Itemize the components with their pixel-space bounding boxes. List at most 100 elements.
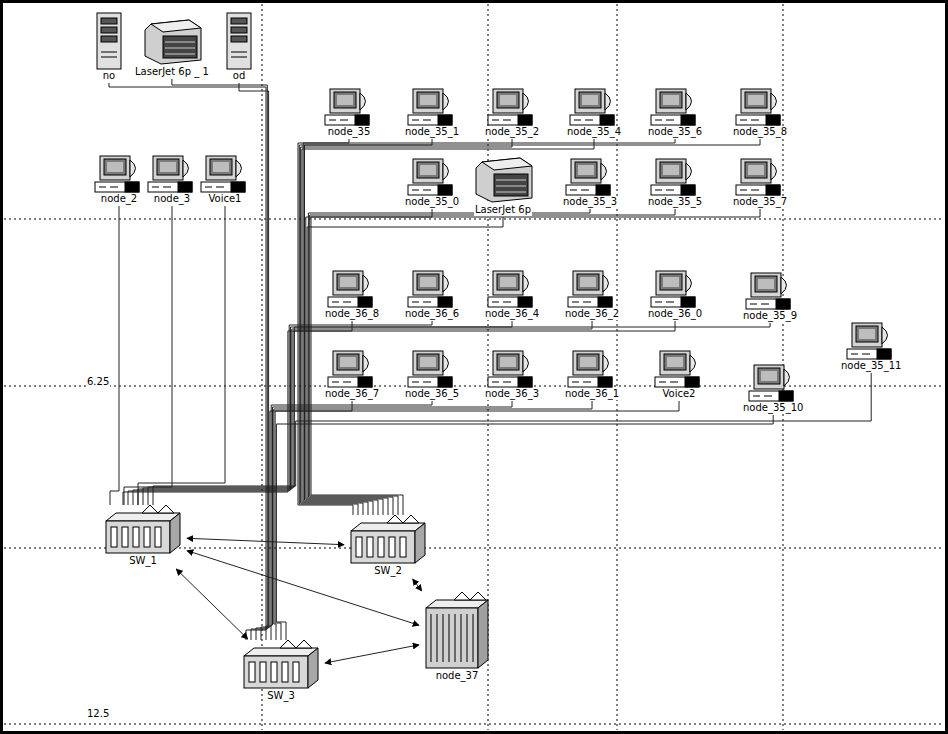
monitor-back xyxy=(363,275,369,292)
pc-base xyxy=(847,349,891,359)
device-icon xyxy=(650,158,700,196)
workstation-node: node_35_7 xyxy=(730,158,790,209)
link-line xyxy=(133,321,512,505)
ws-icon xyxy=(408,351,452,387)
pc-base xyxy=(651,297,695,307)
device-icon xyxy=(407,350,457,388)
switch-card xyxy=(378,537,384,557)
device-icon xyxy=(347,515,429,565)
device-icon xyxy=(745,272,795,310)
switch-card xyxy=(144,527,150,547)
chassis-slot xyxy=(455,614,456,662)
screen-glare xyxy=(748,165,764,175)
monitor-case xyxy=(206,156,236,180)
pc-slot xyxy=(659,382,666,383)
pc-slot xyxy=(753,396,760,397)
pc-base xyxy=(570,115,614,125)
link-line xyxy=(176,569,248,639)
monitor-case xyxy=(656,271,686,295)
switch-fin xyxy=(403,515,419,523)
ws-icon xyxy=(651,159,695,195)
tower-bay xyxy=(101,18,117,24)
chassis-front xyxy=(426,608,478,668)
tower-bay xyxy=(101,36,117,42)
workstation-node: node_35_11 xyxy=(838,322,904,373)
grid-line xyxy=(4,724,944,725)
pc-drive xyxy=(779,391,793,401)
pc-drive xyxy=(681,185,695,195)
ws-icon xyxy=(488,89,532,125)
axis-value: 12.5 xyxy=(86,708,110,720)
monitor-screen xyxy=(157,159,179,175)
device-icon xyxy=(735,88,785,126)
monitor-screen xyxy=(497,274,519,290)
workstation-node: node_36_6 xyxy=(402,270,462,321)
link-line xyxy=(266,401,432,640)
printer-top xyxy=(151,20,201,32)
chassis-slot xyxy=(473,614,474,662)
link-line xyxy=(110,206,119,505)
workstation-node: node_3 xyxy=(145,155,199,206)
screen-glare xyxy=(663,95,679,105)
screen-glare xyxy=(420,95,436,105)
monitor-case xyxy=(754,365,784,389)
monitor-screen xyxy=(337,274,359,290)
monitor-case xyxy=(493,271,523,295)
pc-drive xyxy=(877,349,891,359)
pc-slot xyxy=(343,302,351,303)
switch-card xyxy=(367,537,373,557)
monitor-screen xyxy=(337,354,359,370)
pc-slot xyxy=(670,382,678,383)
node-label: node_2 xyxy=(100,193,138,205)
ws-icon xyxy=(568,271,612,307)
monitor-screen xyxy=(758,368,780,384)
printer-tray xyxy=(165,42,195,43)
device-icon xyxy=(567,350,617,388)
pc-slot xyxy=(581,190,589,191)
pc-slot xyxy=(740,190,747,191)
monitor-case xyxy=(330,89,360,113)
screen-glare xyxy=(213,162,229,172)
monitor-back xyxy=(690,355,696,372)
pc-slot xyxy=(503,120,511,121)
screen-glare xyxy=(160,162,176,172)
device-icon xyxy=(846,322,896,360)
device-icon xyxy=(422,592,492,670)
pc-slot xyxy=(655,302,662,303)
device-icon xyxy=(327,270,377,308)
node-label: node_35_1 xyxy=(404,126,460,138)
pc-slot xyxy=(412,382,419,383)
workstation-node: node_36_4 xyxy=(482,270,542,321)
monitor-case xyxy=(575,89,605,113)
pc-slot xyxy=(412,190,419,191)
pc-base xyxy=(488,377,532,387)
ws-icon xyxy=(570,89,614,125)
device-icon xyxy=(224,12,254,70)
switch-front xyxy=(351,531,415,563)
connector-group xyxy=(109,79,871,663)
device-icon xyxy=(94,155,144,193)
monitor-screen xyxy=(579,92,601,108)
ws-icon xyxy=(651,271,695,307)
pc-slot xyxy=(412,302,419,303)
pc-slot xyxy=(340,120,348,121)
pc-slot xyxy=(851,354,858,355)
monitor-back xyxy=(882,327,888,344)
ws-icon xyxy=(749,365,793,401)
link-line xyxy=(308,209,590,515)
printer-tray xyxy=(165,48,195,49)
monitor-screen xyxy=(334,92,356,108)
monitor-screen xyxy=(660,162,682,178)
switch-card xyxy=(122,527,128,547)
monitor-case xyxy=(751,273,781,297)
pc-base xyxy=(408,297,452,307)
monitor-screen xyxy=(417,162,439,178)
workstation-node: node_35_2 xyxy=(482,88,542,139)
switch-fin xyxy=(387,515,403,523)
pc-slot xyxy=(332,382,339,383)
node-label: Voice2 xyxy=(662,388,697,400)
monitor-case xyxy=(100,156,130,180)
monitor-screen xyxy=(660,92,682,108)
ws-icon xyxy=(651,89,695,125)
